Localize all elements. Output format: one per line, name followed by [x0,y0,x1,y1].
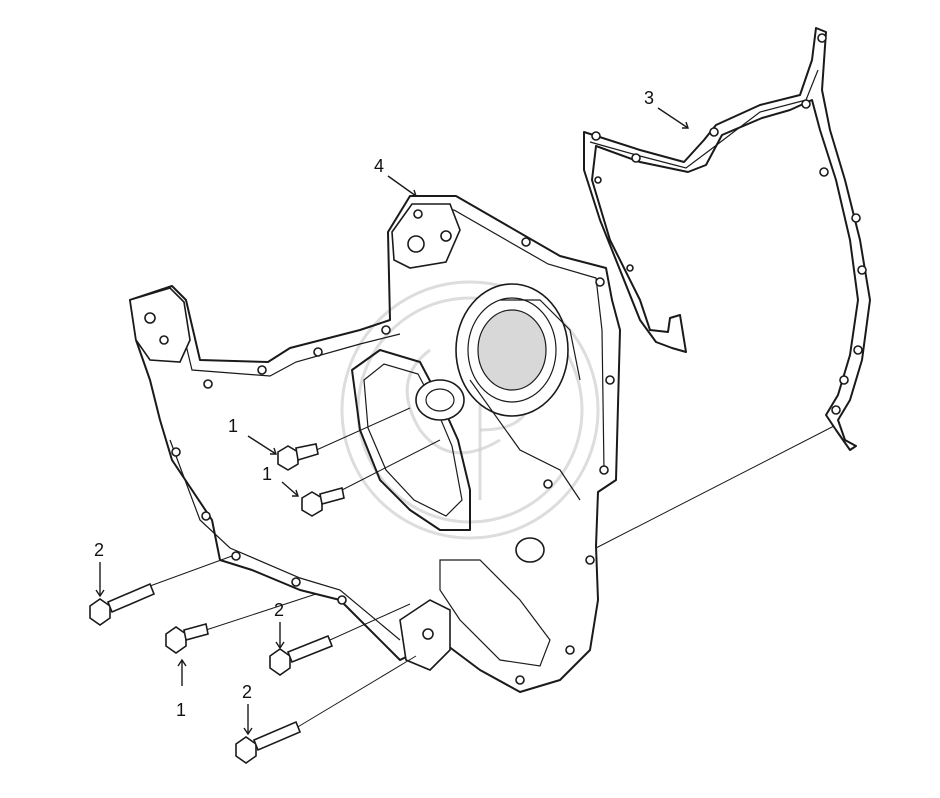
callout-bolt-mid: 2 [274,600,284,620]
bolt-upper-a [277,443,319,471]
bolt-lower [165,623,209,654]
callout-gasket: 3 [644,88,654,108]
bolt-mid [269,634,334,676]
leader-lines [149,407,835,729]
bolt-left [89,582,156,626]
callout-arrows [95,107,689,736]
callout-bolt-lower: 1 [176,700,186,720]
callout-bolt-left: 2 [94,540,104,560]
callout-bolt-upper-b: 1 [262,464,272,484]
callout-bolt-bottom: 2 [242,682,252,702]
callout-cover: 4 [374,156,384,176]
bolt-upper-b [301,487,345,517]
bolt-bottom [235,720,302,764]
gasket-part [583,27,871,451]
front-cover-part [129,195,621,693]
callout-bolt-upper-a: 1 [228,416,238,436]
